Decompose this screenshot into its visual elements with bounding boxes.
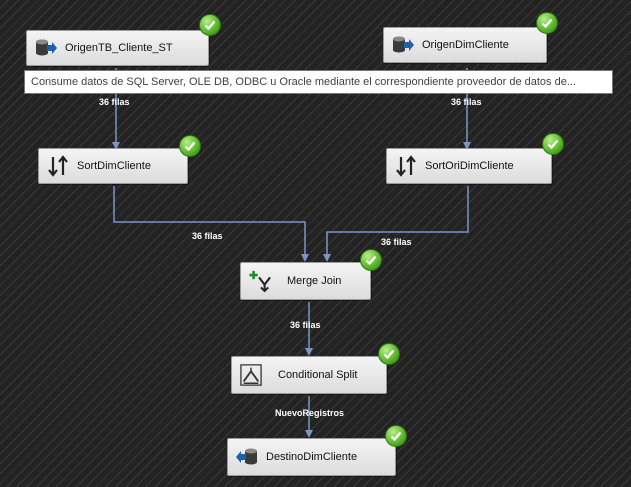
flow-sort-ori-to-merge[interactable] [323, 186, 469, 262]
success-check-icon [536, 12, 558, 34]
component-label: OrigenDimCliente [422, 39, 509, 51]
component-sort-dim-cliente[interactable]: SortDimCliente [38, 148, 188, 184]
component-tooltip: Consume datos de SQL Server, OLE DB, ODB… [24, 70, 613, 94]
success-check-icon [179, 135, 201, 157]
flow-label: 36 filas [99, 97, 130, 107]
component-conditional-split[interactable]: Conditional Split [231, 356, 387, 394]
db-source-icon [35, 37, 57, 59]
success-check-icon [378, 343, 400, 365]
db-source-icon [392, 34, 414, 56]
component-origen-dim-cliente[interactable]: OrigenDimCliente [383, 27, 547, 63]
success-check-icon [360, 249, 382, 271]
component-label: DestinoDimCliente [266, 451, 358, 463]
component-sort-ori-dim-cliente[interactable]: SortOriDimCliente [386, 148, 552, 184]
flow-label: 36 filas [192, 231, 223, 241]
merge-join-icon [249, 270, 271, 293]
component-origen-tb-cliente-st[interactable]: OrigenTB_Cliente_ST [26, 30, 209, 66]
component-label: Conditional Split [278, 369, 358, 381]
conditional-split-icon [240, 364, 262, 386]
component-label: OrigenTB_Cliente_ST [65, 42, 173, 54]
success-check-icon [199, 14, 221, 36]
flow-label: 36 filas [451, 97, 482, 107]
sort-icon [395, 155, 417, 177]
flow-label: NuevoRegistros [275, 408, 345, 418]
flow-label: 36 filas [290, 320, 321, 330]
sort-icon [47, 155, 69, 177]
component-label: SortDimCliente [77, 160, 151, 172]
component-destino-dim-cliente[interactable]: DestinoDimCliente [227, 438, 396, 476]
component-label: SortOriDimCliente [425, 160, 514, 172]
component-label: Merge Join [287, 275, 342, 287]
component-merge-join[interactable]: Merge Join [240, 262, 371, 300]
success-check-icon [385, 425, 407, 447]
db-destination-icon [236, 446, 258, 468]
flow-label: 36 filas [381, 237, 412, 247]
success-check-icon [542, 133, 564, 155]
flow-sort-dim-to-merge[interactable] [113, 186, 309, 262]
